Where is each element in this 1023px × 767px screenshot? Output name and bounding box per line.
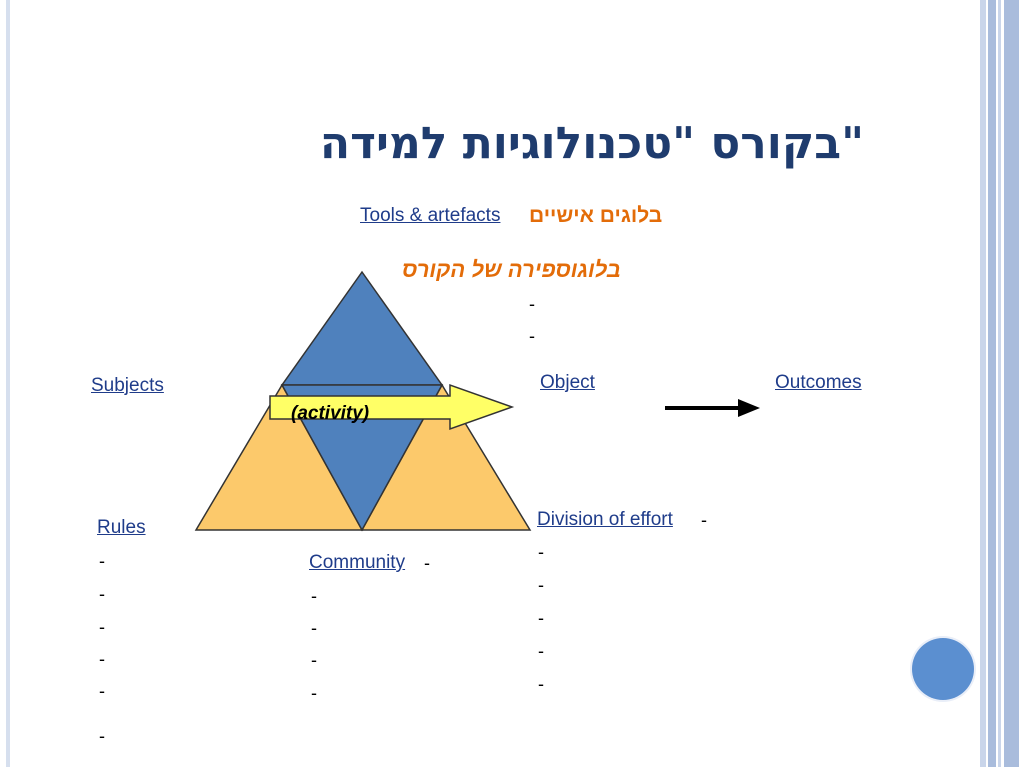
outcomes-label[interactable]: Outcomes xyxy=(775,372,862,393)
rules-dash-6: - xyxy=(99,726,105,746)
activity-arrow xyxy=(269,383,515,431)
activity-label: (activity) xyxy=(291,403,370,424)
tools-dash-2: - xyxy=(529,326,535,346)
rules-dash-1: - xyxy=(99,551,105,571)
right-border xyxy=(976,0,1023,767)
community-dash-0: - xyxy=(424,553,430,573)
subjects-label[interactable]: Subjects xyxy=(91,375,164,396)
community-label[interactable]: Community xyxy=(309,552,406,573)
tools-dash-1: - xyxy=(529,294,535,314)
decorative-circle xyxy=(912,638,974,700)
division-dash-0: - xyxy=(701,510,707,530)
slide-title: בקורס "טכנולוגיות למידה" xyxy=(319,118,864,169)
division-dash-5: - xyxy=(538,674,544,694)
rules-dash-4: - xyxy=(99,649,105,669)
object-label[interactable]: Object xyxy=(540,372,595,393)
outcome-arrow-head xyxy=(738,399,760,417)
division-dash-1: - xyxy=(538,542,544,562)
division-dash-3: - xyxy=(538,608,544,628)
left-border xyxy=(0,0,10,767)
community-dash-2: - xyxy=(311,618,317,638)
community-dash-3: - xyxy=(311,650,317,670)
community-dash-4: - xyxy=(311,683,317,703)
rules-dash-5: - xyxy=(99,681,105,701)
rules-dash-2: - xyxy=(99,584,105,604)
division-dash-4: - xyxy=(538,641,544,661)
personal-blogs-label: בלוגים אישיים xyxy=(529,204,663,227)
division-dash-2: - xyxy=(538,575,544,595)
rules-label[interactable]: Rules xyxy=(97,517,146,538)
top-triangle xyxy=(280,270,444,386)
course-blogosphere-label: בלוגוספירה של הקורס xyxy=(402,257,621,282)
tools-artefacts-label[interactable]: Tools & artefacts xyxy=(360,205,501,226)
community-dash-1: - xyxy=(311,586,317,606)
middle-triangle xyxy=(280,384,444,532)
rules-dash-3: - xyxy=(99,617,105,637)
division-of-effort-label[interactable]: Division of effort xyxy=(537,509,673,530)
